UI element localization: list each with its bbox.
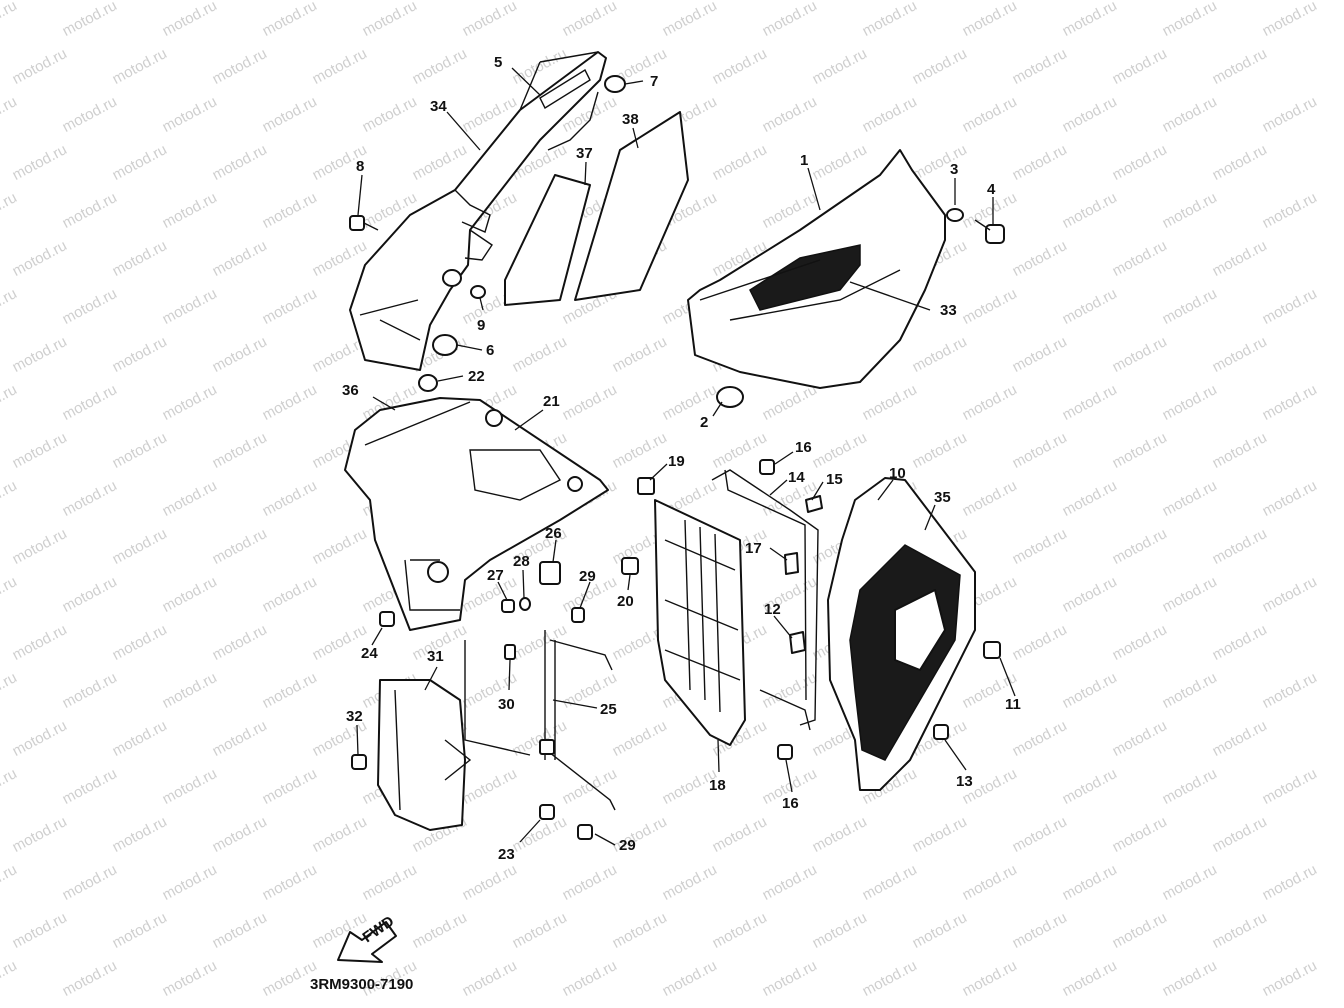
callout-17: 17 <box>745 540 762 557</box>
callout-36: 36 <box>342 382 359 399</box>
callout-13: 13 <box>956 773 973 790</box>
callout-23: 23 <box>498 846 515 863</box>
part-28-washer <box>519 597 531 611</box>
part-8-bolt <box>349 215 379 231</box>
callout-24: 24 <box>361 645 378 662</box>
part-37-decal <box>504 174 591 306</box>
part-22-grommet <box>418 374 438 392</box>
part-19-clip <box>637 477 655 495</box>
part-27-bolt <box>501 599 515 613</box>
callout-9: 9 <box>477 317 485 334</box>
callout-15: 15 <box>826 471 843 488</box>
part-13-bolt <box>933 724 949 740</box>
callout-19: 19 <box>668 453 685 470</box>
callout-26: 26 <box>545 525 562 542</box>
part-29-bolt-lower <box>577 824 593 840</box>
part-21-shroud <box>344 397 609 631</box>
part-24-bolt <box>379 611 395 627</box>
callout-28: 28 <box>513 553 530 570</box>
part-30-clip <box>504 644 516 660</box>
callout-labels: 5 7 34 38 37 1 3 4 8 9 6 33 36 22 21 2 1… <box>342 54 1021 863</box>
part-5-strip <box>539 68 591 110</box>
part-31-guard <box>377 640 531 831</box>
part-9-washer <box>470 285 486 299</box>
part-20-bolt <box>621 557 639 575</box>
callout-29-lower: 29 <box>619 837 636 854</box>
part-18-grille <box>654 499 746 746</box>
callout-16-lower: 16 <box>782 795 799 812</box>
part-23-nut <box>539 804 555 820</box>
part-32-bolt <box>351 754 367 770</box>
callout-2: 2 <box>700 414 708 431</box>
callout-20: 20 <box>617 593 634 610</box>
fwd-arrow-icon: FWD <box>337 913 397 963</box>
callout-6: 6 <box>486 342 494 359</box>
callout-16-upper: 16 <box>795 439 812 456</box>
part-16-bolt-lower <box>777 744 793 760</box>
callout-7: 7 <box>650 73 658 90</box>
callout-25: 25 <box>600 701 617 718</box>
callout-31: 31 <box>427 648 444 665</box>
callout-4: 4 <box>987 181 996 198</box>
callout-3: 3 <box>950 161 958 178</box>
callout-32: 32 <box>346 708 363 725</box>
part-6-grommet <box>432 334 458 356</box>
part-25-bracket <box>539 561 616 811</box>
callout-11: 11 <box>1005 696 1021 713</box>
part-3-washer <box>946 208 964 222</box>
part-4-bolt <box>974 219 1005 244</box>
callout-8: 8 <box>356 158 364 175</box>
part-7-grommet <box>604 75 626 93</box>
part-29-bolt-upper <box>571 607 585 623</box>
part-1-side-cover <box>687 149 946 389</box>
callout-38: 38 <box>622 111 639 128</box>
callout-5: 5 <box>494 54 502 71</box>
callout-22: 22 <box>468 368 485 385</box>
part-2-grommet <box>716 386 744 408</box>
callout-33: 33 <box>940 302 957 319</box>
callout-10: 10 <box>889 465 906 482</box>
part-38-decal <box>574 111 689 301</box>
part-11-bolt <box>983 641 1001 659</box>
part-14-frame <box>711 469 819 731</box>
callout-30: 30 <box>498 696 515 713</box>
leader-lines <box>356 67 1016 846</box>
part-10-side-panel <box>827 477 976 791</box>
callout-12: 12 <box>764 601 781 618</box>
callout-35: 35 <box>934 489 951 506</box>
part-16-bolt-upper <box>759 459 775 475</box>
callout-1: 1 <box>800 152 808 169</box>
part-15-clip <box>805 495 823 513</box>
callout-18: 18 <box>709 777 726 794</box>
catalog-number: 3RM9300-7190 <box>310 976 414 993</box>
callout-34: 34 <box>430 98 447 115</box>
callout-14: 14 <box>788 469 805 486</box>
callout-21: 21 <box>543 393 560 410</box>
part-12-clip <box>789 631 806 654</box>
callout-29-upper: 29 <box>579 568 596 585</box>
part-17-clip <box>784 552 799 575</box>
callout-27: 27 <box>487 567 504 584</box>
callout-37: 37 <box>576 145 593 162</box>
